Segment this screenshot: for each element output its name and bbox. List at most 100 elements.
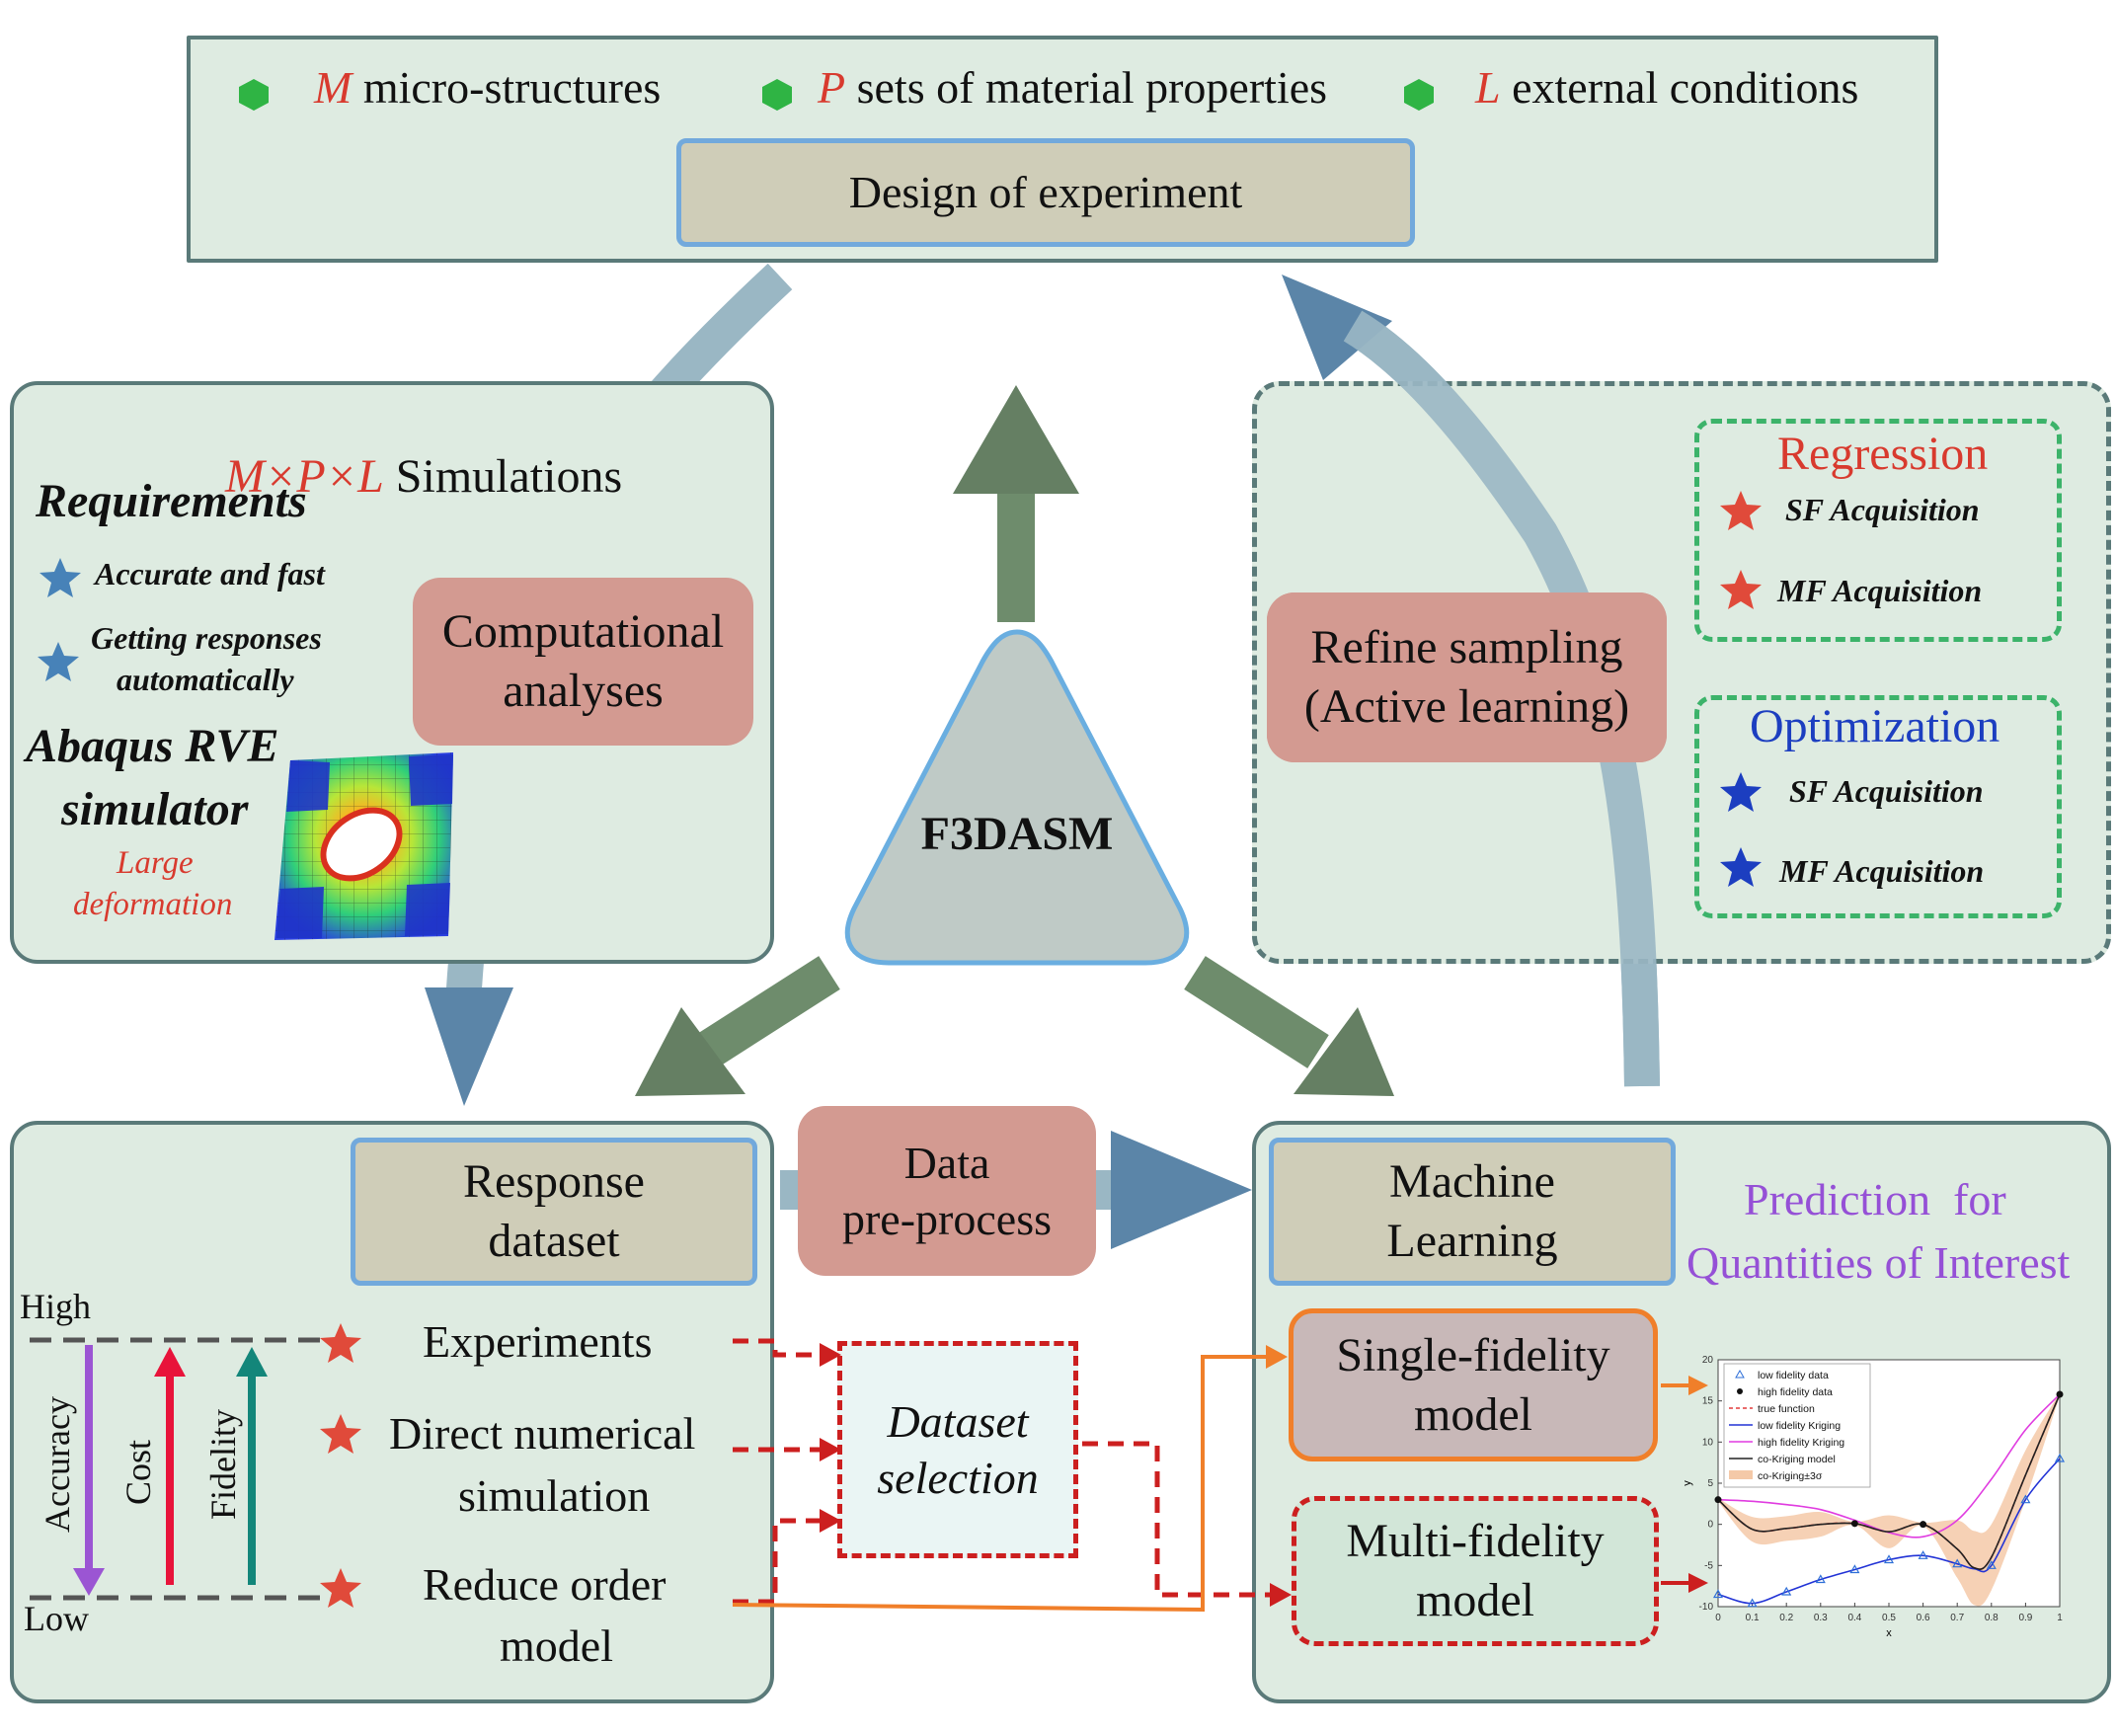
fidelity-scale: [30, 1337, 326, 1601]
f3dasm-label: F3DASM: [869, 800, 1165, 869]
requirement-item: Accurate and fast: [95, 556, 325, 592]
computational-line2: analyses: [503, 665, 664, 717]
doe-item-2: P sets of material properties: [760, 57, 1327, 117]
doe-item-text: external conditions: [1500, 61, 1859, 113]
doe-item-var: L: [1475, 61, 1501, 113]
low-label: Low: [24, 1599, 89, 1638]
data-point: [1714, 1496, 1722, 1504]
green-arrow-up-head: [953, 385, 1079, 494]
regression-title: Regression: [1777, 428, 1989, 480]
f3dasm-triangle: [844, 629, 1190, 966]
optimization-star-icon: [1720, 772, 1762, 812]
rve-mesh-image: [274, 752, 453, 940]
mf-line1: Multi-fidelity: [1346, 1515, 1605, 1567]
requirement-item: automatically: [117, 662, 294, 697]
high-label: High: [20, 1287, 91, 1326]
x-tick-label: 0.9: [2018, 1613, 2032, 1623]
doe-item-text: sets of material properties: [845, 61, 1328, 113]
requirement-star-icon: [38, 642, 79, 681]
response-line1: Response: [463, 1155, 645, 1208]
flow-arrow-response-to-ml-head: [1111, 1131, 1252, 1249]
data-point: [2056, 1390, 2064, 1398]
y-axis-label: y: [1682, 1480, 1693, 1486]
x-tick-label: 0: [1715, 1613, 1721, 1623]
data-point: [1920, 1521, 1927, 1529]
response-star-icon: [320, 1414, 361, 1454]
series-line: [1717, 1393, 2061, 1570]
abaqus-label-line2: simulator: [61, 783, 249, 835]
response-item-rom-line1: Reduce order: [423, 1559, 666, 1610]
green-arrow-left-shaft: [695, 956, 840, 1068]
doe-item-var: P: [818, 61, 846, 113]
flow-arrow-doe-to-response-head: [425, 987, 513, 1106]
data-point: [2020, 1494, 2031, 1504]
doe-label: Design of experiment: [848, 167, 1243, 218]
regression-box: [1694, 419, 2062, 642]
green-arrow-up-shaft: [997, 474, 1035, 622]
dataset-selection-line1: Dataset: [887, 1395, 1029, 1447]
series-band: [1718, 1392, 2060, 1607]
optimization-box: [1694, 695, 2062, 918]
green-arrow-left-head: [635, 1007, 745, 1096]
doe-item-3: L external conditions: [1402, 57, 1858, 117]
regression-star-icon: [1720, 491, 1762, 530]
green-hexagon-icon: [1402, 70, 1436, 111]
green-hexagon-icon: [237, 70, 271, 111]
ml-line1: Machine: [1389, 1155, 1555, 1208]
x-tick-label: 0.7: [1950, 1613, 1964, 1623]
data-point: [2054, 1453, 2066, 1462]
connector-experiments: [733, 1338, 822, 1358]
doe-item-1: M micro-structures: [237, 57, 661, 117]
sf-line2: model: [1414, 1387, 1532, 1441]
y-tick-label: -10: [1699, 1602, 1714, 1613]
dataset-selection-box: Dataset selection: [837, 1341, 1078, 1558]
data-point: [1918, 1550, 1928, 1559]
machine-learning-box: Machine Learning: [1269, 1138, 1676, 1286]
x-tick-label: 0.5: [1882, 1613, 1896, 1623]
requirement-item: Getting responses: [91, 620, 322, 656]
response-item-dns-line1: Direct numerical: [389, 1408, 696, 1459]
x-tick-label: 0.1: [1746, 1613, 1760, 1623]
x-tick-label: 0.6: [1917, 1613, 1930, 1623]
response-star-icon: [320, 1323, 361, 1363]
optimization-title: Optimization: [1750, 700, 2000, 752]
response-item-rom-line2: model: [500, 1620, 613, 1671]
mf-line2: model: [1416, 1574, 1534, 1626]
refine-sampling-box-front: Refine sampling (Active learning): [1267, 592, 1667, 762]
requirements-title: Requirements: [36, 475, 307, 527]
series-line: [1717, 1393, 2061, 1539]
refine-line1: Refine sampling: [1310, 621, 1623, 673]
x-tick-label: 0.4: [1847, 1613, 1861, 1623]
connector-rom-to-sf: [732, 1355, 1272, 1613]
data-point: [1952, 1558, 1963, 1568]
simulations-title: M×P×L Simulations: [178, 395, 622, 558]
prediction-line1: Prediction for: [1744, 1174, 2006, 1224]
response-item-experiments: Experiments: [423, 1316, 653, 1367]
legend-label: high fidelity data: [1758, 1386, 1833, 1398]
flow-arrow-ml-to-doe-overlay: [1343, 310, 1660, 1087]
legend-label: low fidelity data: [1758, 1370, 1829, 1381]
doe-item-text: micro-structures: [352, 61, 662, 113]
legend-swatch: [1729, 1470, 1753, 1479]
connector-rom: [733, 1518, 822, 1605]
regression-star-icon: [1720, 570, 1762, 609]
response-dataset-box: Response dataset: [351, 1138, 757, 1286]
response-star-icon: [320, 1568, 361, 1608]
computational-analyses-box: Computational analyses: [413, 578, 753, 746]
data-point: [1747, 1598, 1758, 1608]
doe-box: Design of experiment: [676, 138, 1415, 247]
green-hexagon-icon: [760, 70, 794, 111]
legend-box: [1723, 1363, 1871, 1488]
data-point: [1883, 1554, 1895, 1564]
data-point: [1781, 1586, 1792, 1596]
large-deformation-line1: Large: [117, 845, 194, 881]
single-fidelity-box: Single-fidelity model: [1289, 1308, 1658, 1461]
y-tick-label: 10: [1702, 1437, 1714, 1448]
simulations-title-text: Simulations: [383, 450, 623, 503]
simulations-title-vars: M×P×L: [225, 450, 384, 503]
y-tick-label: 15: [1702, 1396, 1714, 1407]
refine-line2: (Active learning): [1303, 680, 1630, 733]
